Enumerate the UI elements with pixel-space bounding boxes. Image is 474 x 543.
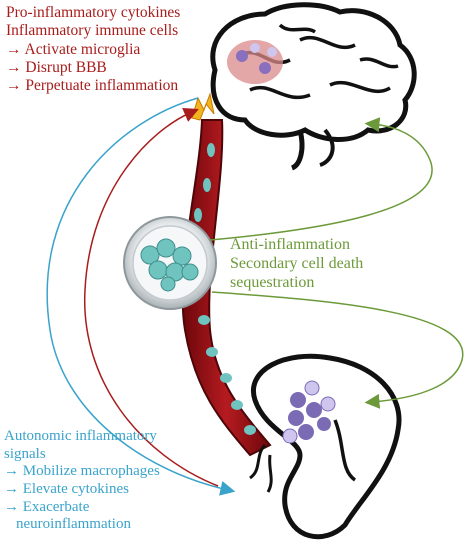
spleen-effect-item: neuroinflammation (16, 516, 131, 533)
brain-effect-item: → Perpetuate inflammation (6, 77, 179, 95)
green-arrow-to-spleen (211, 291, 464, 409)
red-arrow-to-brain (84, 108, 219, 487)
spleen-effects-text: Autonomic inflammatory signals → Mobiliz… (4, 428, 160, 534)
spleen-effects-title-1: Autonomic inflammatory (4, 428, 157, 444)
spleen-icon (249, 353, 402, 540)
cell-effects-text: Anti-inflammation Secondary cell death s… (230, 236, 363, 293)
cell-effect-line: sequestration (230, 273, 315, 291)
brain-effects-title-1: Pro-inflammatory cytokines (6, 4, 181, 21)
cell-effect-line: Anti-inflammation (230, 236, 350, 253)
brain-effect-item: → Activate microglia (6, 40, 141, 58)
brain-effect-item: → Disrupt BBB (6, 58, 107, 76)
spleen-effect-item: → Exacerbate (4, 498, 90, 515)
stem-cell-dish-icon (123, 216, 217, 310)
green-arrow-to-brain (209, 117, 433, 241)
spleen-effect-item: → Mobilize macrophages (4, 463, 160, 480)
brain-icon (210, 2, 417, 171)
cell-effect-line: Secondary cell death (230, 254, 364, 272)
spleen-effect-item: → Elevate cytokines (4, 481, 129, 498)
blue-arrow-to-spleen (46, 97, 236, 496)
brain-effects-text: Pro-inflammatory cytokines Inflammatory … (6, 4, 180, 95)
brain-effects-title-2: Inflammatory immune cells (6, 22, 179, 40)
spleen-effects-title-2: signals (4, 445, 46, 462)
lightning-icon (191, 92, 215, 121)
